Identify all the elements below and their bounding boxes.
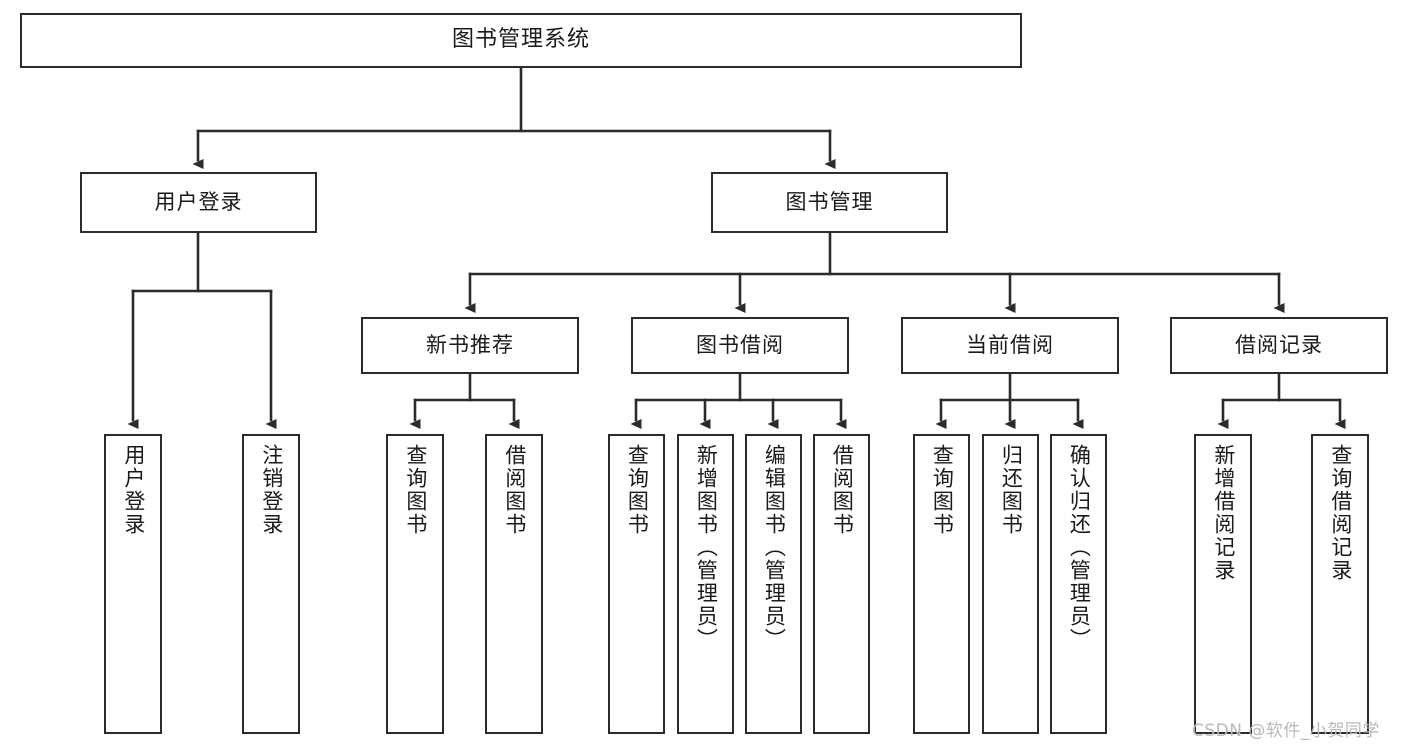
node-book-borrow[interactable]: 图书借阅	[631, 317, 849, 374]
node-borrow-record[interactable]: 借阅记录	[1170, 317, 1388, 374]
node-user-login[interactable]: 用户登录	[80, 172, 317, 233]
leaf-label: 查询借阅记录	[1328, 444, 1353, 582]
leaf-label: 新增借阅记录	[1211, 444, 1236, 582]
leaf-book-borrow-borrow-book[interactable]: 借阅图书	[813, 434, 870, 734]
leaf-book-borrow-edit-book-admin[interactable]: 编辑图书（管理员）	[745, 434, 802, 734]
leaf-label: 归还图书	[999, 444, 1024, 536]
leaf-current-borrow-return-book[interactable]: 归还图书	[982, 434, 1039, 734]
leaf-current-borrow-confirm-return-admin[interactable]: 确认归还（管理员）	[1050, 434, 1107, 734]
leaf-label: 借阅图书	[502, 444, 527, 536]
node-root-book-management-system[interactable]: 图书管理系统	[20, 13, 1022, 68]
node-label: 图书借阅	[696, 332, 784, 357]
leaf-label: 查询图书	[403, 444, 428, 536]
leaf-borrow-record-add-record[interactable]: 新增借阅记录	[1194, 434, 1252, 734]
leaf-book-borrow-add-book-admin[interactable]: 新增图书（管理员）	[677, 434, 734, 734]
leaf-user-login-logout[interactable]: 注销登录	[242, 434, 300, 734]
leaf-user-login-login[interactable]: 用户登录	[104, 434, 162, 734]
node-new-book-recommend[interactable]: 新书推荐	[361, 317, 579, 374]
leaf-new-book-query-book[interactable]: 查询图书	[386, 434, 444, 734]
node-label: 当前借阅	[966, 332, 1054, 357]
leaf-label: 注销登录	[259, 444, 284, 536]
leaf-label: 查询图书	[625, 444, 650, 536]
node-book-management[interactable]: 图书管理	[711, 172, 948, 233]
leaf-label: 确认归还（管理员）	[1067, 444, 1092, 651]
leaf-current-borrow-query-book[interactable]: 查询图书	[913, 434, 970, 734]
leaf-label: 编辑图书（管理员）	[762, 444, 787, 651]
watermark: CSDN @软件_小贺同学	[1192, 721, 1380, 741]
leaf-new-book-borrow-book[interactable]: 借阅图书	[485, 434, 543, 734]
node-label: 新书推荐	[426, 332, 514, 357]
node-label: 图书管理	[785, 189, 874, 214]
leaf-label: 新增图书（管理员）	[694, 444, 719, 651]
node-label: 图书管理系统	[451, 27, 590, 53]
node-current-borrow[interactable]: 当前借阅	[901, 317, 1119, 374]
leaf-book-borrow-query-book[interactable]: 查询图书	[608, 434, 665, 734]
leaf-label: 借阅图书	[830, 444, 855, 536]
leaf-label: 查询图书	[930, 444, 955, 536]
node-label: 借阅记录	[1235, 332, 1323, 357]
leaf-borrow-record-query-record[interactable]: 查询借阅记录	[1311, 434, 1369, 734]
node-label: 用户登录	[154, 189, 243, 214]
leaf-label: 用户登录	[121, 444, 146, 536]
